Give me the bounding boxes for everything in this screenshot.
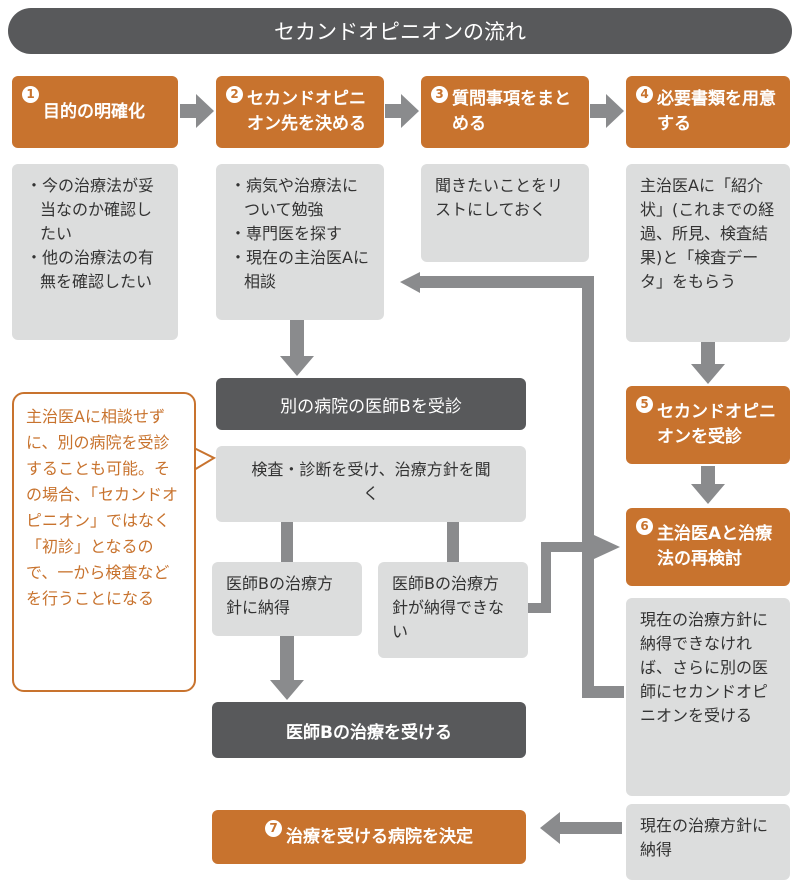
arrow-4-5 — [691, 342, 725, 384]
step-4-details: 主治医Aに「紹介状」(これまでの経過、所見、検査結果)と「検査データ」をもらう — [626, 164, 790, 342]
step-label: 必要書類を用意する — [657, 89, 776, 134]
step-4: 4 必要書類を用意する — [626, 76, 790, 148]
step-number: 5 — [636, 396, 653, 413]
step-number: 7 — [265, 820, 282, 837]
detail-item: ・現在の主治医Aに相談 — [230, 248, 369, 291]
step-6-reconsider-note: 現在の治療方針に納得できなければ、さらに別の医師にセカンドオピニオンを受ける — [626, 598, 790, 796]
arrow-back-head — [400, 272, 420, 293]
detail-item: ・今の治療法が妥当なのか確認したい — [26, 176, 155, 243]
step-2: 2 セカンドオピニオン先を決める — [216, 76, 384, 148]
step-7: 7 治療を受ける病院を決定 — [212, 810, 526, 864]
step-3-details: 聞きたいことをリストにしておく — [421, 164, 589, 262]
detail-item: ・他の治療法の有無を確認したい — [26, 248, 155, 291]
arrow-1-2 — [180, 94, 214, 128]
step-number: 6 — [636, 518, 653, 535]
agree-box: 医師Bの治療方針に納得 — [212, 562, 362, 636]
arrow-2-3 — [385, 94, 419, 128]
page-title: セカンドオピニオンの流れ — [8, 8, 792, 54]
note-tail — [193, 446, 217, 472]
arrow-back-loop — [418, 276, 624, 698]
step-1: 1 目的の明確化 — [12, 76, 178, 148]
arrow-agree-treatb — [270, 636, 304, 700]
arrow-3-4 — [590, 94, 624, 128]
step-number: 4 — [636, 86, 653, 103]
step-5: 5 セカンドオピニオンを受診 — [626, 386, 790, 464]
step-label: セカンドオピニオン先を決める — [247, 89, 366, 134]
step-1-details: ・今の治療法が妥当なのか確認したい ・他の治療法の有無を確認したい — [12, 164, 178, 340]
step-3: 3 質問事項をまとめる — [421, 76, 589, 148]
arrow-5-6 — [691, 466, 725, 504]
arrow-disagree-step6-head — [594, 535, 620, 559]
step-2-details: ・病気や治療法について勉強 ・専門医を探す ・現在の主治医Aに相談 — [216, 164, 384, 320]
visit-doctor-b: 別の病院の医師Bを受診 — [216, 378, 526, 430]
connector-disagree-step6 — [528, 542, 596, 613]
step-number: 1 — [22, 86, 39, 103]
step-number: 2 — [226, 86, 243, 103]
step-label: 主治医Aと治療法の再検討 — [657, 524, 773, 569]
step-label: 目的の明確化 — [43, 101, 145, 122]
step-6: 6 主治医Aと治療法の再検討 — [626, 508, 790, 586]
step-6-agree-box: 現在の治療方針に納得 — [626, 804, 790, 880]
exam-box: 検査・診断を受け、治療方針を聞く — [216, 446, 526, 522]
arrow-2-visitb — [280, 320, 314, 376]
step-label: セカンドオピニオンを受診 — [657, 402, 776, 447]
arrow-to-step7 — [540, 812, 622, 844]
disagree-box: 医師Bの治療方針が納得できない — [378, 562, 528, 658]
treatment-by-doctor-b: 医師Bの治療を受ける — [212, 702, 526, 758]
note-bubble: 主治医Aに相談せずに、別の病院を受診することも可能。その場合、「セカンドオピニオ… — [12, 392, 196, 692]
step-label: 治療を受ける病院を決定 — [286, 826, 473, 847]
detail-item: ・専門医を探す — [230, 224, 343, 243]
detail-item: ・病気や治療法について勉強 — [230, 176, 359, 219]
step-number: 3 — [431, 86, 448, 103]
step-label: 質問事項をまとめる — [452, 89, 571, 134]
